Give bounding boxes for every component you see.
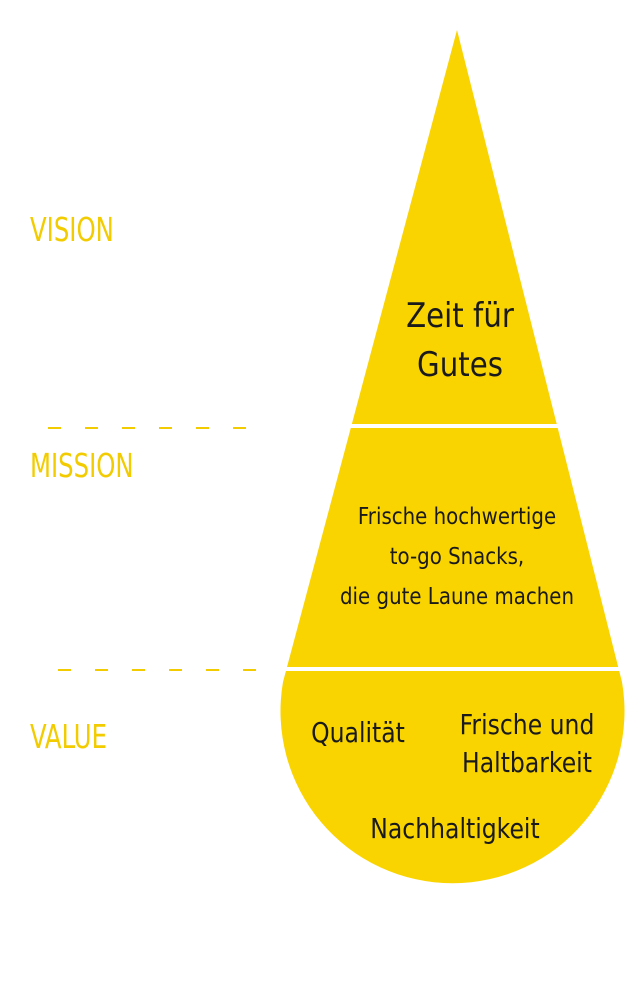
value-frische-haltbarkeit: Frische und Haltbarkeit: [454, 706, 600, 782]
value-frische-line: Frische und: [459, 708, 595, 741]
mission-statement: Frische hochwertige to-go Snacks, die gu…: [322, 497, 592, 617]
value-qualitaet: Qualität: [311, 716, 405, 749]
label-value: VALUE: [30, 717, 107, 756]
mission-line: to-go Snacks,: [389, 544, 525, 570]
value-nachhaltigkeit: Nachhaltigkeit: [370, 812, 540, 845]
vision-line: Zeit für: [406, 296, 514, 336]
value-frische-line: Haltbarkeit: [462, 746, 592, 779]
label-mission: MISSION: [30, 446, 134, 485]
vision-line: Gutes: [417, 345, 503, 385]
label-vision: VISION: [30, 210, 114, 249]
vision-statement: Zeit für Gutes: [374, 292, 546, 390]
mission-line: die gute Laune machen: [339, 584, 575, 610]
mission-line: Frische hochwertige: [357, 504, 557, 530]
